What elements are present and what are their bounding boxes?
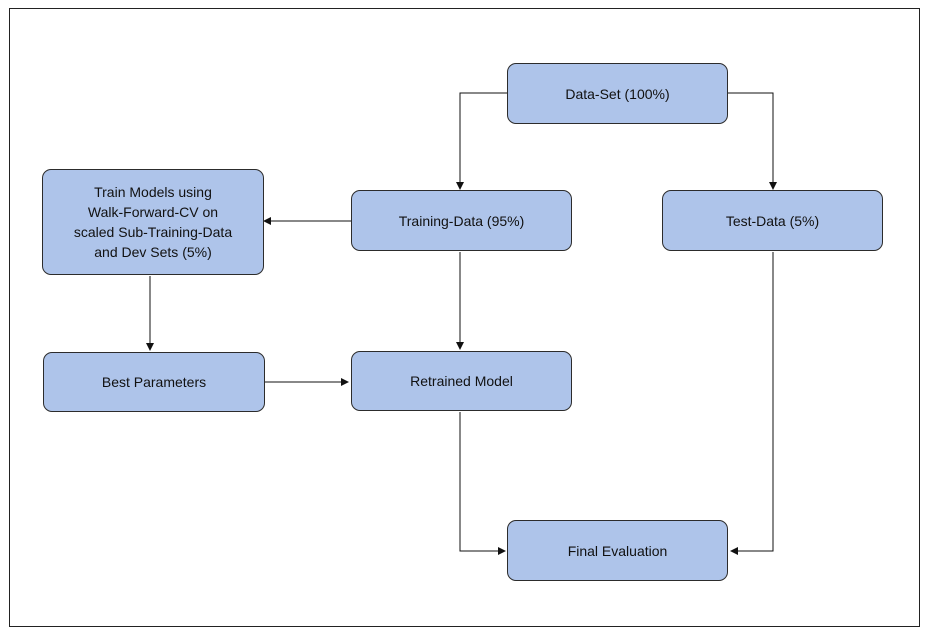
node-retrained-model-label: Retrained Model [410,373,513,389]
arrow-test-to-final [730,252,774,555]
node-final-evaluation: Final Evaluation [507,520,728,581]
node-retrained-model: Retrained Model [351,351,572,411]
node-best-parameters-label: Best Parameters [101,374,207,390]
arrow-retrained-to-final [459,412,506,555]
node-train-models-line-4: and Dev Sets (5%) [94,244,212,260]
node-train-models-line-3: scaled Sub-Training-Data [73,224,233,240]
node-dataset: Data-Set (100%) [507,63,728,124]
node-training-data: Training-Data (95%) [351,190,572,251]
node-dataset-label: Data-Set (100%) [565,85,670,102]
node-final-evaluation-label: Final Evaluation [567,542,668,559]
node-test-data: Test-Data (5%) [662,190,883,251]
arrow-dataset-to-test [728,92,777,190]
arrow-dataset-to-training [456,92,507,190]
diagram-frame [9,8,920,627]
node-train-models-line-2: Walk-Forward-CV on [87,204,219,220]
node-train-models: Train Models using Walk-Forward-CV on sc… [42,169,264,275]
node-test-data-label: Test-Data (5%) [725,212,820,229]
node-training-data-label: Training-Data (95%) [398,212,525,229]
node-best-parameters: Best Parameters [43,352,265,412]
node-train-models-line-1: Train Models using [94,184,212,200]
